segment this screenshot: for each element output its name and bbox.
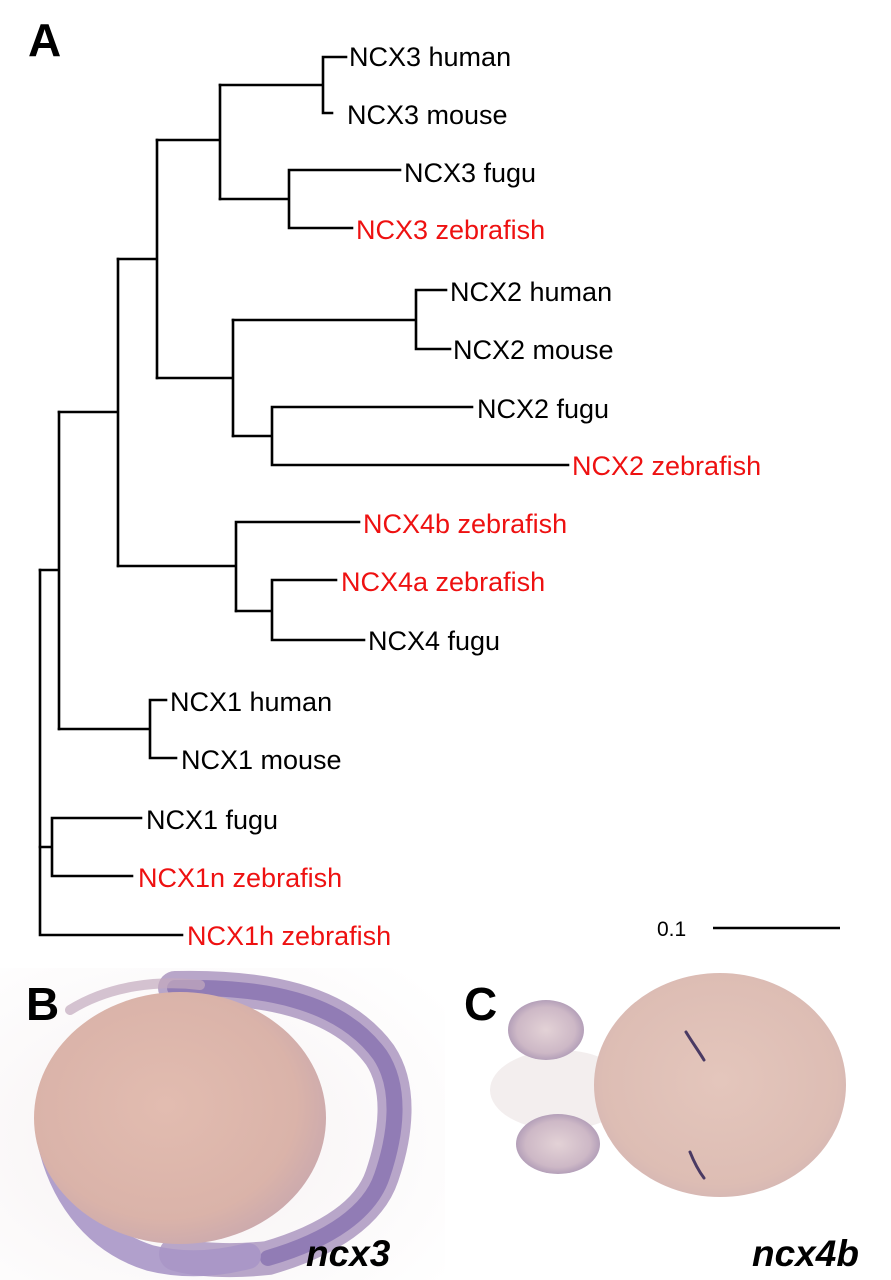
leaf-label-ncx3-fugu: NCX3 fugu xyxy=(404,158,536,188)
branch-ncx1-human-mouse xyxy=(57,698,178,760)
branch-ncx2-ncx3 xyxy=(116,138,159,380)
branch-tetrapod-ncx1 xyxy=(38,410,61,731)
branch-ncx4-clade xyxy=(116,520,361,613)
panel-c-embryo-image xyxy=(490,973,846,1197)
leaf-label-ncx1n-zebrafish: NCX1n zebrafish xyxy=(138,863,342,893)
tree-branches xyxy=(38,55,570,937)
panel-c: C ncx4b xyxy=(464,973,859,1274)
leaf-label-ncx1-human: NCX1 human xyxy=(170,687,332,717)
leaf-label-ncx1h-zebrafish: NCX1h zebrafish xyxy=(187,921,391,951)
leaf-label-ncx2-human: NCX2 human xyxy=(450,277,612,307)
leaf-label-ncx4b-zebrafish: NCX4b zebrafish xyxy=(363,509,567,539)
branch-ncx3-human-mouse xyxy=(218,55,348,115)
leaf-label-ncx3-human: NCX3 human xyxy=(349,42,511,72)
branch-root xyxy=(38,568,184,937)
leaf-label-ncx4a-zebrafish: NCX4a zebrafish xyxy=(341,567,545,597)
leaf-label-ncx1-mouse: NCX1 mouse xyxy=(181,745,342,775)
panel-c-letter: C xyxy=(464,978,497,1030)
panel-b-letter: B xyxy=(26,978,59,1030)
leaf-label-ncx4-fugu: NCX4 fugu xyxy=(368,626,500,656)
branch-ncx4a-fugu xyxy=(234,578,366,642)
leaf-label-ncx2-mouse: NCX2 mouse xyxy=(453,335,614,365)
branch-ncx2-clade xyxy=(155,318,235,438)
panel-b: B ncx3 xyxy=(0,968,445,1280)
panel-b-embryo-image xyxy=(34,970,412,1278)
branch-ncx3-fugu-zebrafish xyxy=(218,168,402,230)
panel-a-letter: A xyxy=(28,14,61,66)
branch-ncx234 xyxy=(57,257,120,568)
panel-c-gene-label: ncx4b xyxy=(752,1233,859,1274)
leaf-label-ncx2-fugu: NCX2 fugu xyxy=(477,394,609,424)
panel-a: A xyxy=(28,14,840,951)
leaf-label-ncx3-zebrafish: NCX3 zebrafish xyxy=(356,215,545,245)
scale-bar-label: 0.1 xyxy=(657,918,686,941)
scale-bar: 0.1 xyxy=(657,918,840,941)
branch-ncx2-human-mouse xyxy=(231,288,452,351)
leaf-label-ncx3-mouse: NCX3 mouse xyxy=(347,100,508,130)
branch-ncx3-clade xyxy=(155,83,222,201)
leaf-label-ncx1-fugu: NCX1 fugu xyxy=(146,805,278,835)
leaf-label-ncx2-zebrafish: NCX2 zebrafish xyxy=(572,451,761,481)
panel-b-gene-label: ncx3 xyxy=(306,1233,391,1274)
branch-ncx1-fish xyxy=(38,816,143,878)
tree-leaf-labels: NCX3 human NCX3 mouse NCX3 fugu NCX3 zeb… xyxy=(138,42,761,951)
branch-ncx2-fugu-zebrafish xyxy=(231,405,570,467)
